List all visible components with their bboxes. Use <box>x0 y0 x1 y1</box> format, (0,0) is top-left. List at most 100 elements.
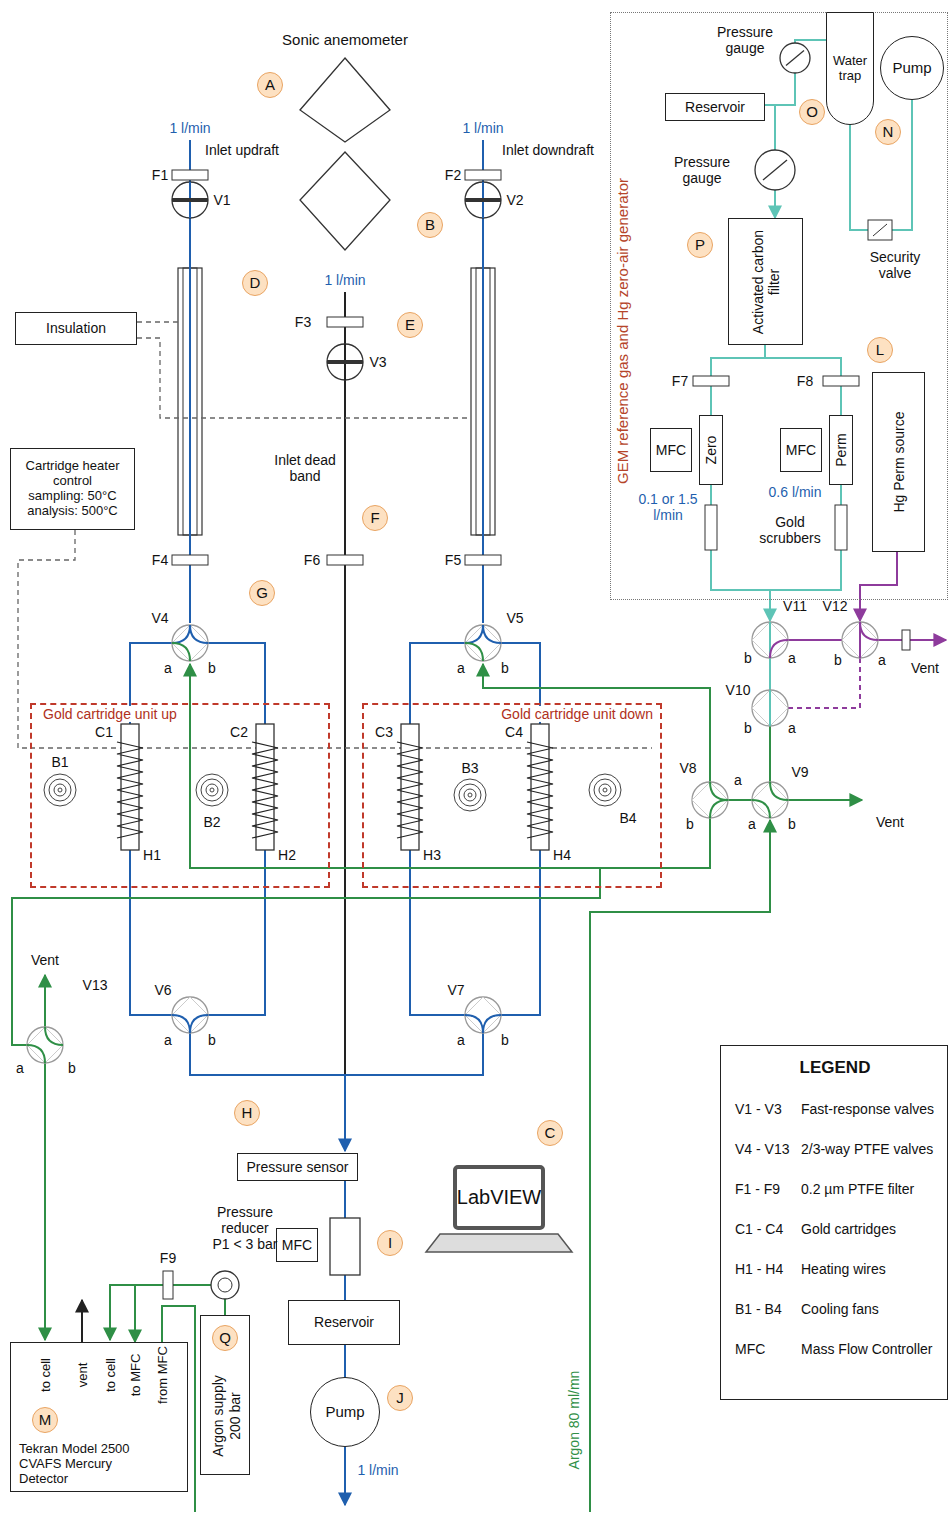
part-label: V9 <box>791 764 808 780</box>
part-label: B3 <box>461 760 478 776</box>
pipe-line <box>12 868 600 1045</box>
valve-port <box>190 643 208 661</box>
part-label: F8 <box>797 373 813 389</box>
part-label: F1 <box>152 167 168 183</box>
part-label: H2 <box>278 847 296 863</box>
component-box: Perm <box>829 415 853 485</box>
ptfe-valve <box>465 997 501 1033</box>
valve-path <box>752 800 770 818</box>
callout-letter: N <box>875 119 901 145</box>
node-text: Gold cartridge unit down <box>498 706 656 722</box>
callout-letter: Q <box>212 1325 238 1351</box>
node-text: H1 - H4 <box>735 1261 783 1277</box>
fast-valve <box>327 344 363 380</box>
cooling-fan <box>58 788 62 792</box>
valve-port <box>45 1027 63 1045</box>
valve-port <box>860 622 878 640</box>
part-label: Argon 80 ml/mn <box>566 1371 582 1470</box>
part-label: a <box>457 1032 465 1048</box>
valve-path <box>190 625 208 643</box>
valve-port <box>465 1015 483 1033</box>
laptop-base <box>426 1234 572 1252</box>
security-valve-mark <box>873 224 887 236</box>
part-label: a <box>164 1032 172 1048</box>
part-label: Vent <box>31 952 59 968</box>
node-text: Cooling fans <box>801 1301 879 1317</box>
node-text: MFC <box>786 442 816 458</box>
valve-port <box>483 1015 501 1033</box>
node-text: MFC <box>735 1341 765 1357</box>
part-label: Vent <box>876 814 904 830</box>
valve-path <box>770 782 788 800</box>
valve-gate <box>172 198 208 202</box>
ptfe-filter <box>163 1271 173 1299</box>
part-label: V2 <box>506 192 523 208</box>
node-text: Cartridge heater control <box>11 459 134 489</box>
pipe-line <box>110 1285 135 1340</box>
component-box: MFC <box>276 1228 318 1262</box>
node-text: 200 bar <box>227 1392 243 1439</box>
part-label: H1 <box>143 847 161 863</box>
cooling-fan <box>44 774 76 806</box>
valve-port <box>842 622 860 640</box>
node-text: Reservoir <box>314 1314 374 1330</box>
flow-connector <box>344 1345 346 1377</box>
ptfe-valve <box>692 782 728 818</box>
pipe-line <box>501 850 540 1015</box>
part-label: 1 l/min <box>324 272 365 288</box>
valve-port <box>770 800 788 818</box>
valve-port <box>45 1045 63 1063</box>
part-label: B1 <box>51 754 68 770</box>
component-box: Hg Perm source <box>872 372 925 552</box>
node-text: Insulation <box>46 320 106 336</box>
cooling-fan <box>594 779 616 801</box>
pipe-line <box>769 658 771 690</box>
valve-port <box>770 622 788 640</box>
valve-port <box>172 643 190 661</box>
pipe-line <box>208 850 265 1015</box>
valve-path <box>483 625 501 643</box>
node-text: Hg Perm source <box>890 376 906 548</box>
node-text: Heating wires <box>801 1261 886 1277</box>
gauge-needle <box>763 160 787 180</box>
part-label: V6 <box>154 982 171 998</box>
valve-port <box>465 997 483 1015</box>
node-text: Reservoir <box>685 99 745 115</box>
heating-wire <box>397 742 423 838</box>
component-box: Insulation <box>15 312 137 345</box>
component-box: Activated carbon filter <box>728 218 803 345</box>
part-label: F7 <box>672 373 688 389</box>
pressure-gauge <box>780 43 810 73</box>
cooling-fan <box>54 784 66 796</box>
valve-port <box>752 800 770 818</box>
pipe-line <box>189 140 191 623</box>
node-text: to cell <box>104 1358 119 1392</box>
ptfe-valve <box>27 1027 63 1063</box>
valve-gate <box>465 198 501 202</box>
valve-path <box>190 1015 208 1033</box>
callout-letter: C <box>537 1120 563 1146</box>
cooling-fan <box>210 788 214 792</box>
node-text: Argon supply <box>210 1375 226 1457</box>
part-label: F2 <box>445 167 461 183</box>
part-label: H4 <box>553 847 571 863</box>
part-label: a <box>788 650 796 666</box>
fast-valve <box>465 182 501 218</box>
valve-path <box>770 640 788 658</box>
valve-port <box>692 782 710 800</box>
part-label: B4 <box>619 810 636 826</box>
pipe-line <box>482 140 484 623</box>
pipe-line <box>711 485 770 621</box>
node-text: C1 - C4 <box>735 1221 783 1237</box>
valve-path <box>45 1027 63 1045</box>
valve-path <box>465 625 483 643</box>
node-text: 2/3-way PTFE valves <box>801 1141 933 1157</box>
node-text: to MFC <box>129 1354 144 1397</box>
valve-port <box>172 997 190 1015</box>
callout-letter: H <box>234 1100 260 1126</box>
part-label: V8 <box>679 760 696 776</box>
cooling-fan <box>196 774 228 806</box>
pipe-line <box>769 726 771 782</box>
pipe-line <box>483 664 710 782</box>
valve-path <box>710 800 728 818</box>
